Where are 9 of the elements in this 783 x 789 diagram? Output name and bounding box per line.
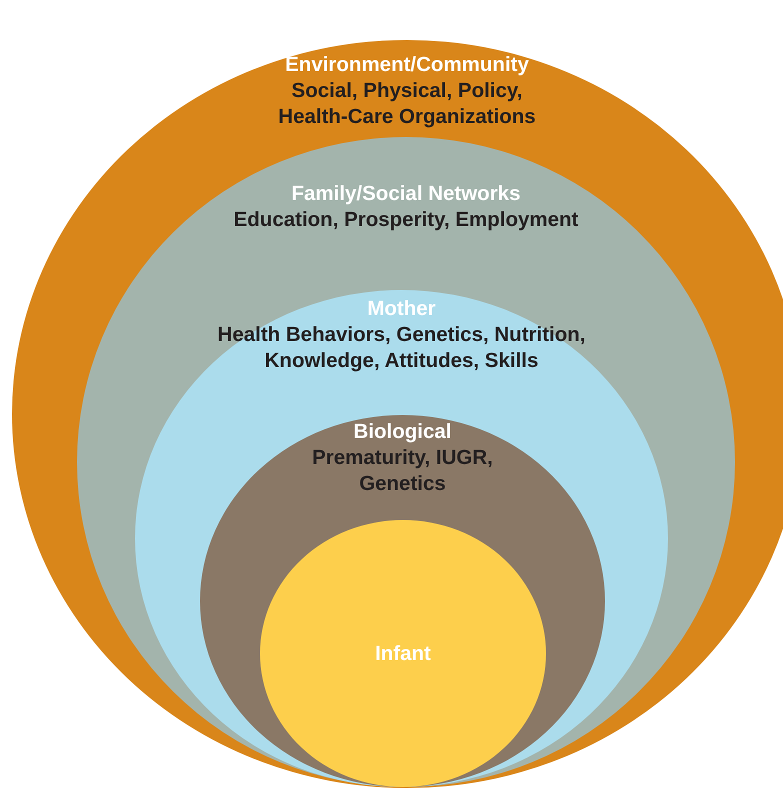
layer-heading: Infant: [374, 641, 432, 667]
layer-description: Health Behaviors, Genetics, Nutrition, Knowledge, Attitudes, Skills: [216, 322, 586, 374]
layer-description: Prematurity, IUGR, Genetics: [311, 445, 494, 497]
layer-description: Education, Prosperity, Employment: [232, 207, 580, 233]
layer-description: Social, Physical, Policy, Health-Care Organizations: [277, 78, 537, 130]
layer-heading: Biological: [352, 419, 452, 445]
layer-heading: Mother: [366, 296, 437, 322]
layer-heading: Family/Social Networks: [290, 181, 522, 207]
layer-heading: Environment/Community: [284, 52, 530, 78]
